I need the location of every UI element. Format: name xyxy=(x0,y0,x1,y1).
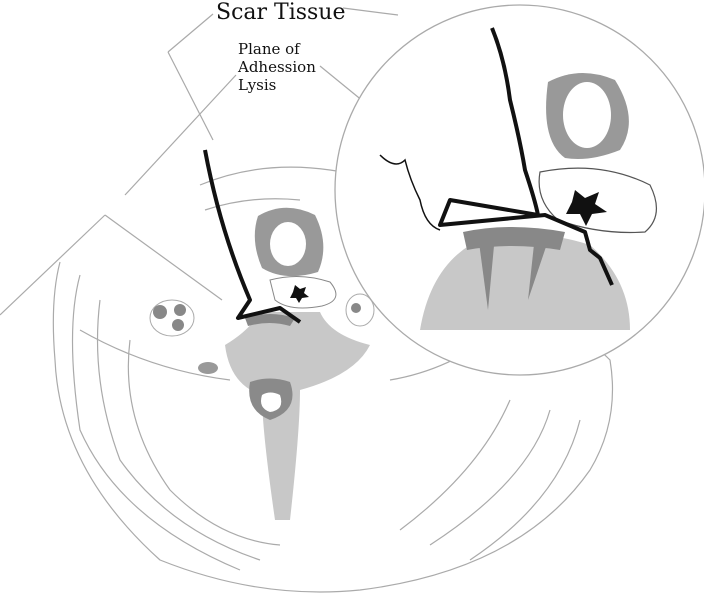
scar-tissue-line-magnified xyxy=(438,27,614,286)
body-cross-section xyxy=(52,166,614,593)
scar-tissue-label: Scar Tissue xyxy=(216,0,346,25)
magnified-view xyxy=(334,4,704,376)
plane-of-adhesion-lysis-label: Plane of Adhession Lysis xyxy=(238,40,316,94)
plane-label-line: Plane of xyxy=(238,40,300,58)
leader-lines xyxy=(0,7,399,316)
plane-label-line: Adhession xyxy=(238,58,316,76)
scar-tissue-line-small xyxy=(203,149,302,324)
plane-label-line: Lysis xyxy=(238,76,277,94)
